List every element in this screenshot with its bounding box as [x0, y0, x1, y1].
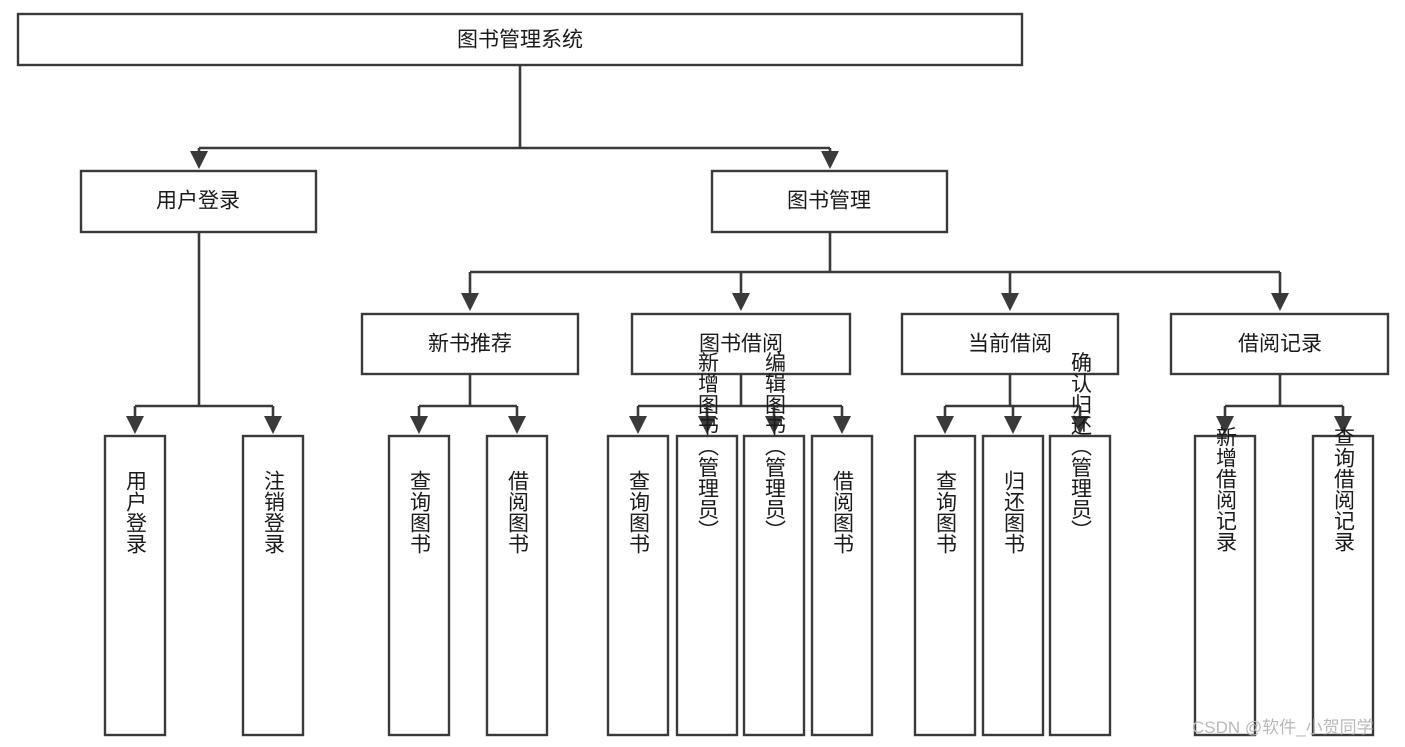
node-leaf-borrow-edit-book[interactable]: 编辑图书（管理员）	[742, 352, 806, 737]
node-book-manage-box[interactable]	[710, 169, 949, 234]
node-leaf-current-return-book-box[interactable]	[981, 434, 1045, 737]
csdn-watermark: CSDN @软件_小贺同学	[1192, 718, 1374, 737]
node-root-label: 图书管理系统	[457, 29, 583, 52]
node-book-manage[interactable]: 图书管理	[710, 169, 949, 234]
node-leaf-record-add-box[interactable]	[1193, 434, 1257, 737]
node-leaf-user-logout[interactable]: 注销登录	[241, 434, 305, 737]
node-leaf-borrow-borrow-book-box[interactable]	[810, 434, 874, 737]
node-new-book-rec-box[interactable]	[360, 312, 580, 376]
node-leaf-rec-borrow-book[interactable]: 借阅图书	[485, 434, 549, 737]
node-leaf-borrow-query-book-label: 查询图书	[627, 470, 651, 554]
node-leaf-user-logout-label: 注销登录	[262, 470, 286, 554]
node-leaf-rec-borrow-book-label: 借阅图书	[506, 470, 530, 554]
node-leaf-borrow-add-book-box[interactable]	[675, 434, 739, 737]
node-user-login-label: 用户登录	[156, 190, 240, 213]
node-borrow-record-label: 借阅记录	[1238, 333, 1322, 356]
node-leaf-borrow-query-book[interactable]: 查询图书	[606, 434, 670, 737]
node-leaf-rec-query-book-label: 查询图书	[408, 470, 432, 554]
edge-layer	[125, 65, 1353, 435]
node-leaf-current-query-book[interactable]: 查询图书	[913, 434, 977, 737]
node-leaf-record-query-label: 查询借阅记录	[1332, 426, 1356, 552]
node-book-borrow[interactable]: 图书借阅	[630, 312, 852, 376]
node-root-box[interactable]	[16, 12, 1024, 67]
node-leaf-current-query-book-label: 查询图书	[934, 470, 958, 554]
node-leaf-borrow-edit-book-label: 编辑图书（管理员）	[763, 352, 787, 541]
node-borrow-record-box[interactable]	[1169, 312, 1390, 376]
node-leaf-user-login-box[interactable]	[103, 434, 167, 737]
node-leaf-record-add-label: 新增借阅记录	[1214, 426, 1238, 552]
node-book-manage-label: 图书管理	[787, 190, 871, 213]
node-leaf-borrow-query-book-box[interactable]	[606, 434, 670, 737]
node-new-book-rec-label: 新书推荐	[428, 333, 512, 356]
node-leaf-current-confirm-return-label: 确认归还（管理员）	[1069, 352, 1093, 541]
node-current-borrow[interactable]: 当前借阅	[900, 312, 1120, 376]
node-borrow-record[interactable]: 借阅记录	[1169, 312, 1390, 376]
node-root[interactable]: 图书管理系统	[16, 12, 1024, 67]
node-leaf-borrow-borrow-book[interactable]: 借阅图书	[810, 434, 874, 737]
node-leaf-current-return-book[interactable]: 归还图书	[981, 434, 1045, 737]
node-leaf-borrow-borrow-book-label: 借阅图书	[831, 470, 855, 554]
node-book-borrow-label: 图书借阅	[699, 333, 783, 356]
node-leaf-borrow-add-book[interactable]: 新增图书（管理员）	[675, 352, 739, 737]
node-leaf-rec-borrow-book-box[interactable]	[485, 434, 549, 737]
node-leaf-record-query-box[interactable]	[1311, 434, 1375, 737]
node-leaf-user-logout-box[interactable]	[241, 434, 305, 737]
node-leaf-current-confirm-return-box[interactable]	[1048, 434, 1112, 737]
node-leaf-user-login[interactable]: 用户登录	[103, 434, 167, 737]
node-leaf-rec-query-book[interactable]: 查询图书	[387, 434, 451, 737]
node-leaf-record-query[interactable]: 查询借阅记录	[1311, 426, 1375, 737]
node-leaf-borrow-edit-book-box[interactable]	[742, 434, 806, 737]
node-leaf-user-login-label: 用户登录	[124, 470, 148, 554]
node-user-login-box[interactable]	[79, 169, 318, 234]
node-leaf-current-query-book-box[interactable]	[913, 434, 977, 737]
node-leaf-current-return-book-label: 归还图书	[1002, 470, 1026, 554]
node-current-borrow-box[interactable]	[900, 312, 1120, 376]
node-leaf-record-add[interactable]: 新增借阅记录	[1193, 426, 1257, 737]
node-book-borrow-box[interactable]	[630, 312, 852, 376]
node-new-book-rec[interactable]: 新书推荐	[360, 312, 580, 376]
node-user-login[interactable]: 用户登录	[79, 169, 318, 234]
node-leaf-borrow-add-book-label: 新增图书（管理员）	[696, 352, 720, 541]
node-current-borrow-label: 当前借阅	[968, 333, 1052, 356]
node-leaf-rec-query-book-box[interactable]	[387, 434, 451, 737]
node-leaf-current-confirm-return[interactable]: 确认归还（管理员）	[1048, 352, 1112, 737]
